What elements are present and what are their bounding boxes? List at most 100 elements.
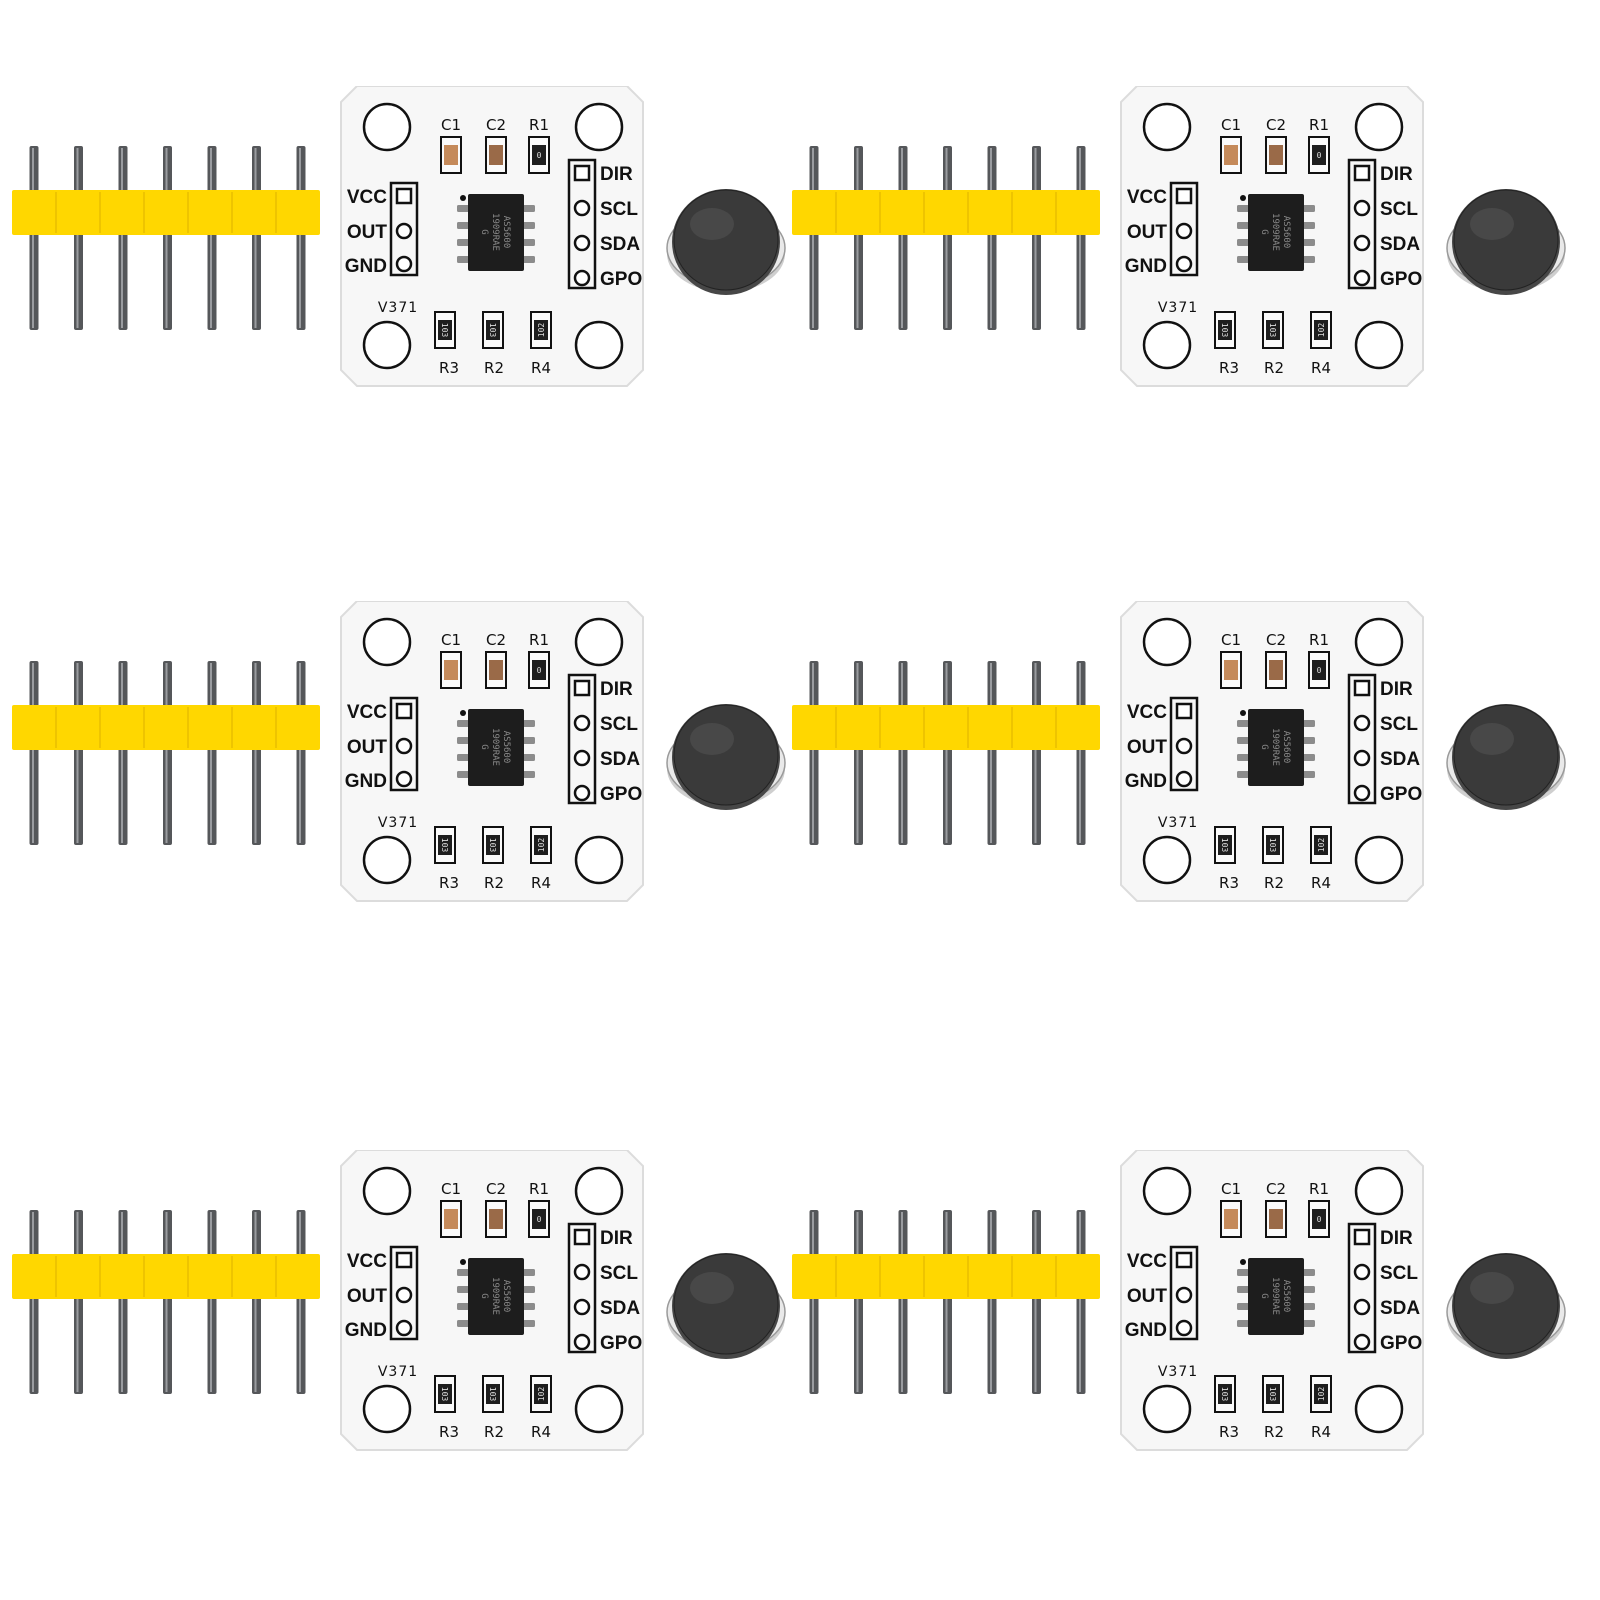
left-pad-square <box>1175 187 1193 205</box>
chip-lead <box>1237 222 1249 229</box>
pin-label-dir: DIR <box>1380 164 1413 185</box>
chip-lead <box>1303 771 1315 778</box>
header-pin-highlight <box>165 1212 168 1392</box>
chip-marking-line2: 1909RAE <box>490 213 500 251</box>
mounting-hole-bottom-left <box>1142 835 1192 885</box>
chip-pin1-dot <box>1240 1259 1246 1265</box>
pin-label-gpo: GPO <box>600 269 642 290</box>
chip-lead <box>1237 205 1249 212</box>
pin-label-vcc: VCC <box>1127 187 1167 208</box>
header-pins <box>29 661 306 845</box>
board-label: V371 <box>378 1364 418 1380</box>
resistor-r2-code: 103 <box>488 1387 497 1402</box>
pin-label-gpo: GPO <box>1380 269 1422 290</box>
pin-label-gpo: GPO <box>600 1333 642 1354</box>
chip-lead <box>457 1286 469 1293</box>
header-pin-highlight <box>1034 148 1037 328</box>
header-pin-highlight <box>76 148 79 328</box>
chip-lead <box>523 771 535 778</box>
chip-lead <box>523 1303 535 1310</box>
pin-label-scl: SCL <box>600 1263 638 1284</box>
mounting-hole-bottom-left <box>1142 320 1192 370</box>
pin-header <box>12 661 320 845</box>
label-c1: C1 <box>441 1180 461 1198</box>
chip-marking-line1: AS5600 <box>1281 216 1291 249</box>
resistor-r3: 103 <box>1214 826 1236 864</box>
header-pin-highlight <box>299 148 301 328</box>
right-pad-round <box>1353 784 1371 802</box>
label-r1: R1 <box>529 116 549 134</box>
right-pad-round <box>573 1263 591 1281</box>
left-pad-round <box>395 222 413 240</box>
header-pin-highlight <box>856 1212 859 1392</box>
label-c2: C2 <box>1266 631 1286 649</box>
left-pad-square <box>1175 1251 1193 1269</box>
header-pin-highlight <box>121 148 123 328</box>
right-pad-round <box>573 234 591 252</box>
mounting-hole-top-right <box>1354 102 1404 152</box>
right-pad-round <box>1353 234 1371 252</box>
label-r3: R3 <box>1219 1423 1239 1441</box>
left-pad-round <box>1175 222 1193 240</box>
resistor-r3: 103 <box>434 826 456 864</box>
chip-lead <box>1303 239 1315 246</box>
chip-lead <box>523 205 535 212</box>
label-c2: C2 <box>486 116 506 134</box>
pin-label-scl: SCL <box>600 714 638 735</box>
pin-header <box>792 1210 1100 1394</box>
right-pad-round <box>1353 1333 1371 1351</box>
header-pin-highlight <box>812 1212 814 1392</box>
left-pad-round <box>1175 255 1193 273</box>
left-connector-outline <box>389 696 419 792</box>
resistor-r1-code: 0 <box>537 151 542 160</box>
chip-lead <box>1237 1320 1249 1327</box>
pin-label-scl: SCL <box>1380 1263 1418 1284</box>
round-magnet-icon <box>1446 704 1566 810</box>
pin-label-gpo: GPO <box>1380 1333 1422 1354</box>
chip-marking-line2: 1909RAE <box>1270 728 1280 766</box>
header-pin-highlight <box>254 1212 257 1392</box>
resistor-r1: 0 <box>1308 136 1330 174</box>
resistor-r4: 102 <box>1310 311 1332 349</box>
label-r4: R4 <box>1311 1423 1331 1441</box>
pin-label-sda: SDA <box>1380 749 1420 770</box>
chip-lead <box>457 256 469 263</box>
pin-label-vcc: VCC <box>1127 702 1167 723</box>
pin-label-gnd: GND <box>345 771 387 792</box>
chip-lead <box>457 1269 469 1276</box>
sensor-chip: AS5600 1909RAE G <box>457 1258 535 1335</box>
resistor-r2-code: 103 <box>488 838 497 853</box>
header-pin-highlight <box>1079 148 1081 328</box>
chip-marking-line1: AS5600 <box>501 216 511 249</box>
pin-label-out: OUT <box>347 222 388 243</box>
right-pad-round <box>573 784 591 802</box>
header-pin-highlight <box>812 663 814 843</box>
label-c2: C2 <box>486 1180 506 1198</box>
resistor-r3-code: 103 <box>1220 323 1229 338</box>
mounting-hole-bottom-right <box>1354 835 1404 885</box>
header-plastic-strip <box>12 705 320 750</box>
left-connector-outline <box>389 1245 419 1341</box>
pin-label-dir: DIR <box>1380 679 1413 700</box>
resistor-r1-code: 0 <box>1317 151 1322 160</box>
resistor-r2: 103 <box>482 1375 504 1413</box>
pin-header <box>792 146 1100 330</box>
label-r4: R4 <box>531 874 551 892</box>
chip-lead <box>1303 1286 1315 1293</box>
sensor-board: C1 C2 R1 0 <box>340 86 644 387</box>
label-r1: R1 <box>1309 1180 1329 1198</box>
left-pad-round <box>1175 737 1193 755</box>
mounting-hole-bottom-right <box>1354 1384 1404 1434</box>
left-pad-round <box>1175 770 1193 788</box>
capacitor-c2 <box>1265 1200 1287 1238</box>
capacitor-c1 <box>440 136 462 174</box>
header-pin-highlight <box>210 663 212 843</box>
chip-lead <box>1303 754 1315 761</box>
left-pad-square <box>395 187 413 205</box>
chip-lead <box>1237 1303 1249 1310</box>
mounting-hole-bottom-right <box>574 1384 624 1434</box>
mounting-hole-top-right <box>1354 1166 1404 1216</box>
chip-leads <box>457 720 535 778</box>
mounting-hole-top-left <box>1142 1166 1192 1216</box>
resistor-r4-code: 102 <box>537 323 546 338</box>
